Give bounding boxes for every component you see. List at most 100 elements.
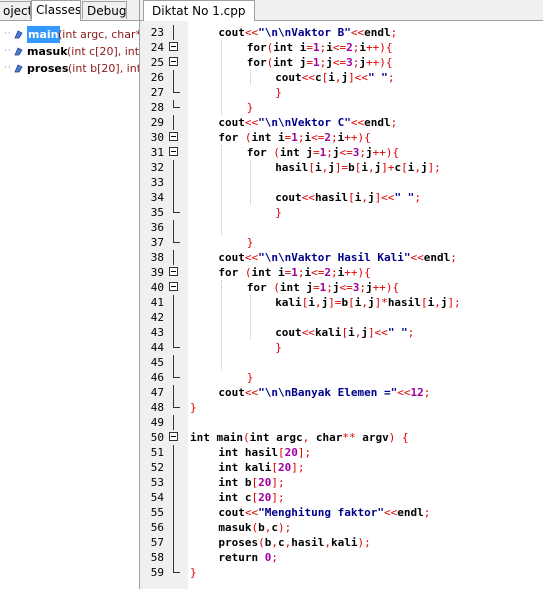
code-line[interactable]: } [188,85,543,100]
code-line[interactable]: return 0; [188,550,543,565]
code-area[interactable]: cout<<"\n\nVaktor B"<<endl;for(int i=1;i… [188,21,543,589]
fold-toggle-icon[interactable] [169,267,178,276]
code-line[interactable]: for(int j=1;j<=3;j++){ [188,55,543,70]
code-line[interactable]: int c[20]; [188,490,543,505]
code-line[interactable]: } [188,235,543,250]
code-line[interactable]: cout<<hasil[i,j]<<" "; [188,190,543,205]
fold-toggle-icon[interactable] [169,147,178,156]
code-token: endl [364,116,391,129]
line-number: 33 [150,176,164,189]
tab-classes[interactable]: Classes [31,0,81,21]
code-token: j [299,56,307,69]
code-line[interactable] [188,175,543,190]
fold-line [173,70,174,85]
code-line[interactable] [188,355,543,370]
line-number: 36 [150,221,164,234]
code-token: = [306,56,314,69]
code-line[interactable]: } [188,340,543,355]
code-token: int [273,41,300,54]
code-token: ; [297,266,305,279]
code-line[interactable]: } [188,565,543,580]
code-token: int [249,431,277,444]
code-line[interactable]: } [188,205,543,220]
code-line[interactable]: int b[20]; [188,475,543,490]
code-text: } [247,235,254,250]
fold-toggle-icon[interactable] [169,432,178,441]
code-token: } [246,236,254,249]
code-line[interactable]: cout<<"Menghitung faktor"<<endl; [188,505,543,520]
code-line[interactable]: kali[i,j]=b[i,j]*hasil[i,j]; [188,295,543,310]
code-token: , [354,326,362,339]
code-text: cout<<"\n\nVektor C"<<endl; [218,115,397,130]
code-token: "\n\nVaktor Hasil Kali" [258,251,411,264]
fold-end-marker [173,565,180,573]
class-item-main[interactable]: ·· main(int argc, char** [0,26,139,43]
code-line[interactable]: for (int i=1;i<=2;i++){ [188,265,543,280]
code-line[interactable]: cout<<c[i,j]<<" "; [188,70,543,85]
code-line[interactable]: masuk(b,c); [188,520,543,535]
class-item-masuk[interactable]: ·· masuk(int c[20], int b [0,43,139,60]
code-token: , [361,296,368,309]
code-token: ; [423,506,431,519]
code-token: [ [348,296,355,309]
code-token: << [301,326,315,339]
code-line[interactable]: for (int i=1;i<=2;i++){ [188,130,543,145]
code-line[interactable]: for (int j=1;j<=3;j++){ [188,145,543,160]
gutter-row: 51 [140,445,543,460]
gutter-row: 41 [140,295,543,310]
code-token: cout [218,26,245,39]
code-line[interactable]: cout<<kali[i,j]<<" "; [188,325,543,340]
code-line[interactable]: cout<<"\n\nVaktor Hasil Kali"<<endl; [188,250,543,265]
code-line[interactable]: proses(b,c,hasil,kali); [188,535,543,550]
gutter-row: 46 [140,370,543,385]
code-token: = [313,146,320,159]
code-token: "\n\nBanyak Elemen =" [258,386,398,399]
code-line[interactable]: int hasil[20]; [188,445,543,460]
code-text: for (int j=1;j<=3;j++){ [247,280,399,295]
code-text: cout<<hasil[i,j]<<" "; [275,190,421,205]
code-line[interactable] [188,220,543,235]
fold-line [173,295,174,310]
code-token: kali [275,296,302,309]
code-line[interactable]: hasil[i,j]=b[i,j]+c[i,j]; [188,160,543,175]
code-token: j [374,161,382,174]
fold-toggle-icon[interactable] [169,282,178,291]
fold-line [173,175,174,190]
code-token: int [279,281,307,294]
fold-line [173,25,174,40]
code-line[interactable]: int kali[20]; [188,460,543,475]
code-token: [ [301,296,309,309]
code-line[interactable] [188,310,543,325]
fold-line [173,550,174,565]
code-token: cout [275,191,302,204]
tab-debug[interactable]: Debug [82,1,127,19]
fold-toggle-icon[interactable] [169,57,178,66]
tab-project[interactable]: oject [0,1,31,19]
line-number: 32 [150,161,164,174]
line-number: 27 [150,86,164,99]
line-number: 31 [150,146,164,159]
code-line[interactable]: for(int i=1;i<=2;i++){ [188,40,543,55]
code-line[interactable]: } [188,400,543,415]
fold-toggle-icon[interactable] [169,42,178,51]
file-tab[interactable]: Diktat No 1.cpp [143,0,255,21]
code-line[interactable]: cout<<"\n\nBanyak Elemen ="<<12; [188,385,543,400]
code-token: kali [314,326,342,339]
code-line[interactable]: } [188,370,543,385]
code-line[interactable]: int main(int argc, char** argv) { [188,430,543,445]
code-token: ++){ [366,56,393,69]
fold-line [173,415,174,430]
code-line[interactable]: } [188,100,543,115]
code-token: j [367,191,375,204]
code-line[interactable]: cout<<"\n\nVaktor B"<<endl; [188,25,543,40]
line-number: 46 [150,371,164,384]
code-line[interactable]: cout<<"\n\nVektor C"<<endl; [188,115,543,130]
code-token: ++){ [344,131,371,144]
code-line[interactable]: for (int j=1;j<=3;j++){ [188,280,543,295]
code-token: } [275,86,282,99]
class-item-proses[interactable]: ·· proses(int b[20], int c [0,60,139,77]
fold-toggle-icon[interactable] [169,132,178,141]
code-line[interactable] [188,415,543,430]
code-token: << [244,251,259,264]
